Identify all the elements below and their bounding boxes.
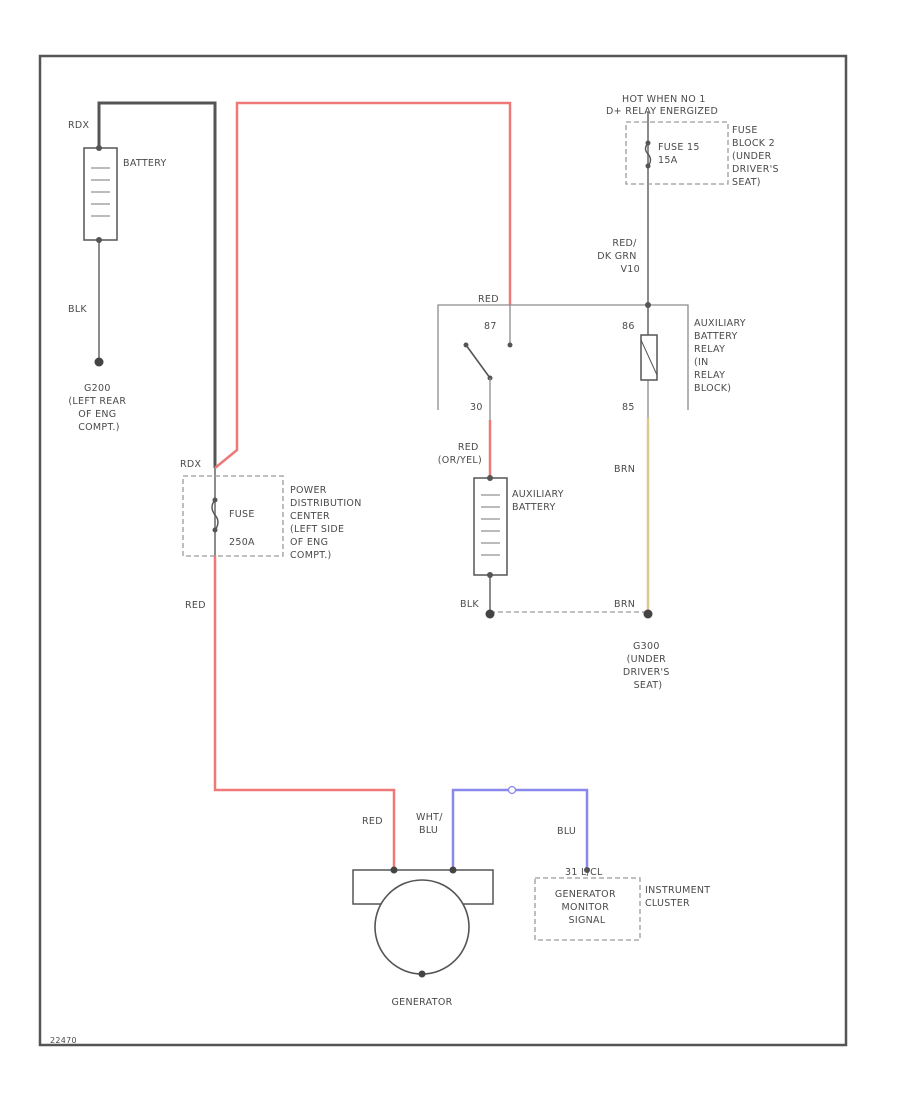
gen-signal-label: GENERATOR MONITOR SIGNAL — [555, 889, 619, 926]
cluster-pin-label: 31 L/CL — [565, 867, 603, 878]
hot-when-label: HOT WHEN NO 1 D+ RELAY ENERGIZED — [606, 94, 718, 117]
relay-out-wire-label: BRN — [614, 464, 635, 475]
cluster-label: INSTRUMENT CLUSTER — [645, 885, 714, 909]
pdc-fuse-symbol — [211, 497, 219, 533]
gen-signal-wire-label: WHT/ BLU — [416, 812, 446, 836]
pdc-out-wire-label: RED — [185, 600, 206, 611]
aux-battery-label: AUXILIARY BATTERY — [512, 489, 567, 513]
relay-label: AUXILIARY BATTERY RELAY (IN RELAY BLOCK) — [694, 318, 749, 394]
blue-wire-connector — [507, 785, 517, 795]
auxiliary-battery-symbol — [473, 475, 508, 578]
switch-contact-87 — [463, 342, 469, 348]
battery-symbol — [83, 145, 118, 243]
aux-ground-dot — [485, 609, 495, 619]
g300-wire-label: BRN — [614, 599, 635, 610]
ground-g300-dot — [643, 609, 653, 619]
wire-red-generator — [213, 555, 396, 870]
ground-g200-dot — [94, 357, 104, 367]
relay-feed-wire-label: RED/ DK GRN V10 — [597, 238, 640, 275]
battery-label: BATTERY — [123, 158, 167, 169]
cluster-pin-dot — [584, 867, 590, 873]
fuse-block-label: FUSE BLOCK 2 (UNDER DRIVER'S SEAT) — [732, 125, 782, 188]
aux-ground-wire-label: BLK — [460, 599, 479, 610]
battery-top-wire-label: RDX — [68, 120, 90, 131]
wire-red-aux-feed — [214, 101, 512, 469]
relay-red-wire-label: RED — [478, 294, 499, 305]
pin-30-label: 30 — [470, 402, 483, 413]
relay-switch-arm — [465, 344, 491, 379]
fuse-block-box — [625, 121, 729, 185]
diagram-id: 22470 — [50, 1036, 77, 1045]
diagram-frame — [38, 54, 848, 1047]
pdc-fuse-label: FUSE 250A — [229, 509, 258, 548]
fuse-15-symbol — [644, 140, 652, 169]
aux-wire-label: RED (OR/YEL) — [438, 442, 482, 466]
pin-85-label: 85 — [622, 402, 635, 413]
pdc-in-wire-label: RDX — [180, 459, 202, 470]
generator-label: GENERATOR — [391, 997, 452, 1008]
pdc-label: POWER DISTRIBUTION CENTER (LEFT SIDE OF … — [290, 485, 365, 561]
cluster-wire-label: BLU — [557, 826, 576, 837]
ground-g200-label: G200 (LEFT REAR OF ENG COMPT.) — [68, 383, 129, 433]
power-distribution-center-box — [182, 475, 284, 557]
relay-feed-junction — [645, 302, 651, 308]
wire-blue-gen-signal — [451, 788, 589, 870]
battery-ground-wire-label: BLK — [68, 304, 87, 315]
gen-red-wire-label: RED — [362, 816, 383, 827]
fuse-15-label: FUSE 15 15A — [658, 142, 703, 166]
pin-87-label: 87 — [484, 321, 497, 332]
relay-block-outline — [437, 304, 689, 410]
ground-g300-label: G300 (UNDER DRIVER'S SEAT) — [623, 641, 673, 691]
generator-symbol — [352, 866, 494, 978]
switch-contact-fixed — [507, 342, 513, 348]
instrument-cluster-box — [534, 877, 641, 941]
pin-86-label: 86 — [622, 321, 635, 332]
wire-battery-positive — [97, 101, 217, 468]
